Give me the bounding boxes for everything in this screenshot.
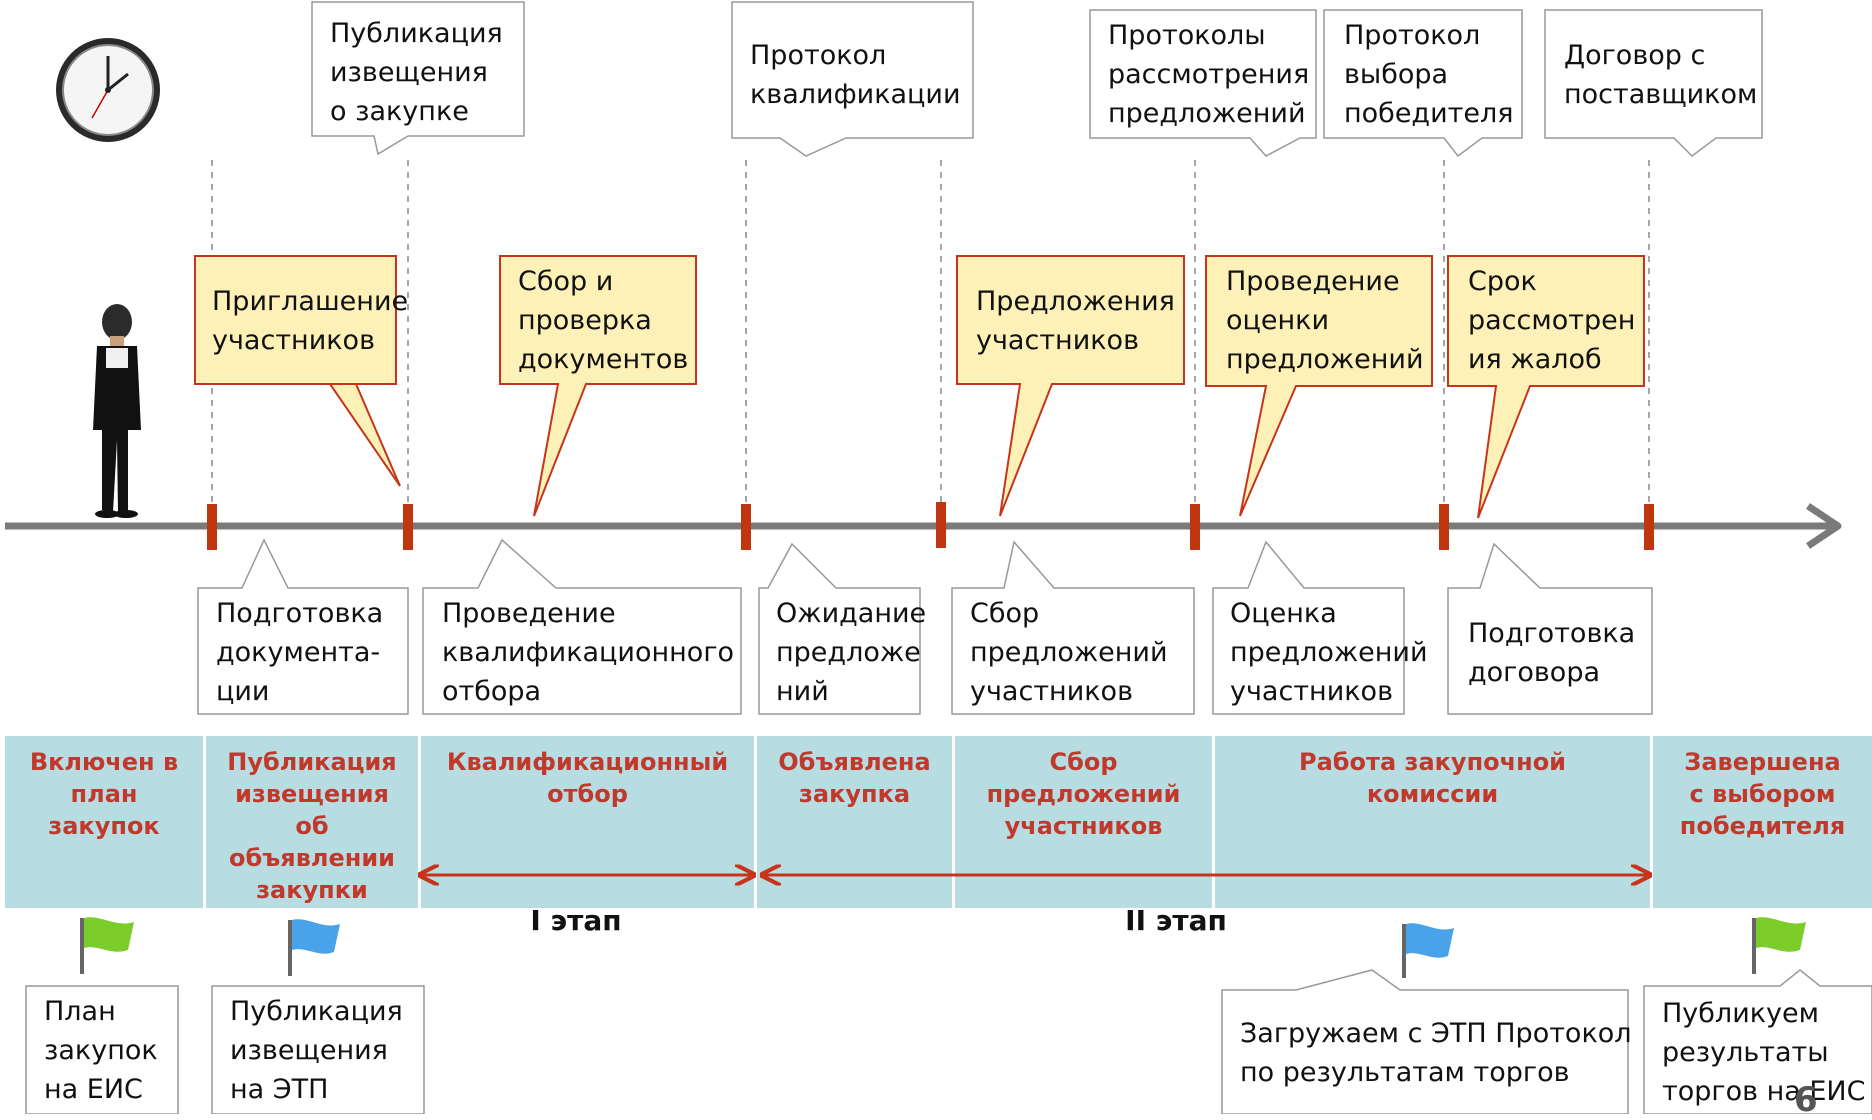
blue-flag-icon bbox=[288, 919, 340, 976]
stage-label: Завершена с выбором победителя bbox=[1679, 748, 1846, 840]
bottom-label: Проведение квалификационного отбора bbox=[442, 598, 735, 707]
clock-icon bbox=[56, 38, 160, 142]
top-label: Публикация извещения о закупке bbox=[330, 18, 503, 127]
stage-label: Сбор предложений участников bbox=[986, 748, 1181, 840]
flag-label-boxes bbox=[25, 969, 1872, 1114]
timeline-ticks bbox=[207, 502, 1654, 550]
flag-label: План закупок на ЕИС bbox=[44, 996, 158, 1105]
stage-label: Работа закупочной комиссии bbox=[1299, 748, 1566, 808]
stage-label: Объявлена закупка bbox=[778, 748, 931, 808]
bottom-label: Оценка предложений участников bbox=[1230, 598, 1428, 707]
callout-label: Срок рассмотрен ия жалоб bbox=[1468, 266, 1636, 375]
callout-label: Приглашение участников bbox=[212, 286, 409, 356]
bottom-label: Ожидание предложе ний bbox=[776, 598, 927, 707]
timeline-axis bbox=[5, 503, 1842, 549]
top-label: Протокол квалификации bbox=[750, 40, 961, 110]
guide-lines bbox=[211, 160, 1650, 520]
stage-label: Квалификационный отбор bbox=[446, 748, 729, 808]
callout-label: Проведение оценки предложений bbox=[1226, 266, 1424, 375]
stage-label: Включен в план закупок bbox=[29, 748, 179, 840]
flag-label: Публикуем результаты торгов на ЕИС bbox=[1662, 998, 1866, 1107]
callout-label: Сбор и проверка документов bbox=[518, 266, 689, 375]
etap-label: I этап bbox=[530, 904, 622, 937]
bottom-label: Сбор предложений участников bbox=[970, 598, 1168, 707]
top-label: Договор с поставщиком bbox=[1564, 40, 1758, 110]
flag-label: Публикация извещения на ЭТП bbox=[230, 996, 403, 1105]
bottom-label: Подготовка документа- ции bbox=[216, 598, 384, 707]
person-icon bbox=[93, 304, 141, 518]
callout-label: Предложения участников bbox=[976, 286, 1175, 356]
flag-label: Загружаем с ЭТП Протокол по результатам … bbox=[1240, 1018, 1632, 1088]
bottom-label-boxes bbox=[197, 538, 1653, 715]
etap-label: II этап bbox=[1125, 904, 1227, 937]
page-number: 6 bbox=[1794, 1080, 1818, 1120]
callout-boxes bbox=[194, 255, 1645, 519]
bottom-label: Подготовка договора bbox=[1468, 618, 1636, 688]
blue-flag-icon bbox=[1402, 923, 1454, 978]
top-label-boxes bbox=[311, 1, 1763, 158]
green-flag-icon bbox=[1752, 917, 1806, 974]
stage-label: Публикация извещения об объявлении закуп… bbox=[227, 748, 397, 904]
green-flag-icon bbox=[80, 917, 134, 974]
top-label: Протоколы рассмотрения предложений bbox=[1108, 20, 1310, 129]
top-label: Протокол выбора победителя bbox=[1344, 20, 1514, 129]
